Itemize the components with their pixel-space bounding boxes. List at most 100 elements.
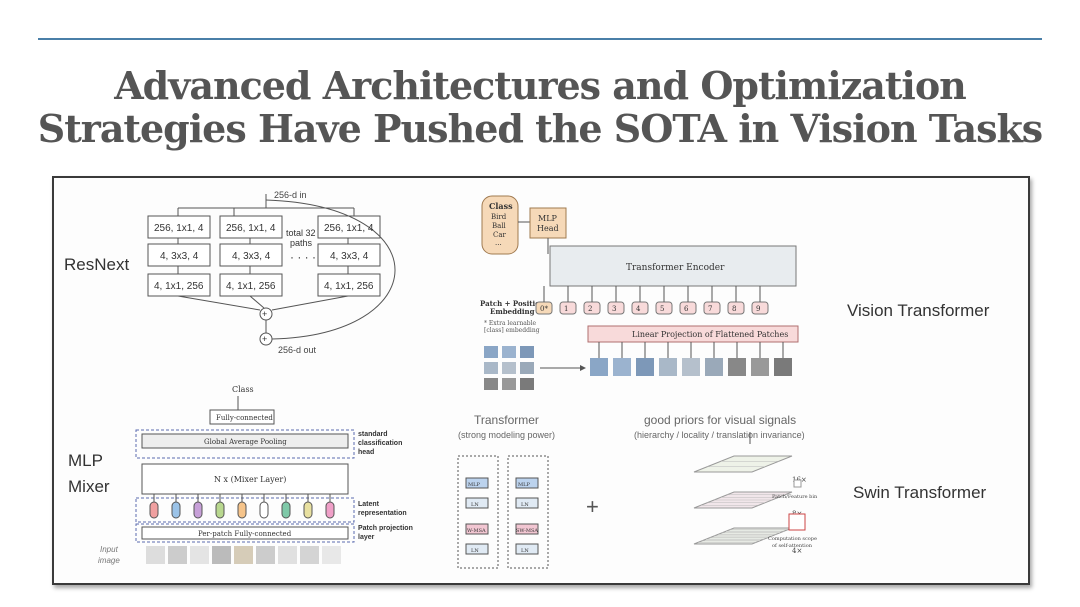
swin-diagram: Transformer (strong modeling power) good…	[457, 413, 807, 569]
swin-scale-4: 4×	[792, 547, 802, 555]
mixer-proj-2: layer	[358, 534, 375, 541]
swin-strong-label: (strong modeling power)	[458, 430, 555, 440]
vit-input-patch	[682, 358, 700, 376]
vit-token-label: 7	[708, 305, 712, 313]
vit-token-label: 0*	[540, 305, 548, 313]
resnext-r1c1: 256, 1x1, 4	[154, 223, 204, 234]
swin-ln-left-1: LN	[471, 502, 479, 508]
swin-mlp-left: MLP	[468, 482, 480, 488]
vit-more: ...	[495, 239, 502, 247]
swin-block-right: MLP LN SW-MSA LN	[507, 455, 549, 569]
swin-wmsa: W-MSA	[467, 528, 486, 534]
mlp-mixer-label-2: Mixer	[68, 477, 110, 496]
mixer-input-patch	[234, 546, 253, 564]
mixer-head-1: standard	[358, 431, 388, 438]
vit-token-label: 2	[588, 305, 592, 313]
swin-swmsa: SW-MSA	[516, 528, 538, 534]
mixer-latent-2: representation	[358, 510, 407, 517]
vit-note-2: [class] embedding	[484, 327, 540, 334]
vit-input-patch	[774, 358, 792, 376]
mixer-proj-1: Patch projection	[358, 525, 413, 532]
resnext-r3c3: 4, 1x1, 256	[324, 281, 374, 292]
vit-token-label: 3	[612, 305, 616, 313]
swin-block-left: MLP LN W-MSA LN	[457, 455, 499, 569]
mixer-layers: N x (Mixer Layer)	[214, 475, 286, 484]
swin-legend-scope-2: of self-attention	[772, 543, 813, 549]
swin-legend-bin: Patch/Feature bin	[772, 494, 818, 500]
mixer-input-1: Input	[100, 545, 119, 554]
swin-priors-sub: (hierarchy / locality / translation inva…	[634, 430, 805, 440]
resnext-plus-1: +	[262, 309, 267, 319]
vit-token-label: 9	[756, 305, 760, 313]
vit-mlp-head-2: Head	[537, 224, 559, 233]
swin-transformer-label: Transformer	[474, 413, 539, 427]
vit-token-label: 8	[732, 305, 736, 313]
mixer-latent-1: Latent	[358, 501, 380, 508]
vit-mlp-head-1: MLP	[538, 214, 558, 223]
mixer-input-patch	[190, 546, 209, 564]
swin-ln-right-1: LN	[521, 502, 529, 508]
vit-diagram: Class Bird Ball Car ... MLP Head Transfo…	[480, 195, 799, 390]
mixer-token	[281, 501, 291, 519]
vit-token-label: 6	[684, 305, 689, 313]
vit-car: Car	[493, 231, 507, 239]
vit-input-patch	[728, 358, 746, 376]
vit-input-patch	[705, 358, 723, 376]
resnext-r2c1: 4, 3x3, 4	[160, 251, 199, 262]
mixer-input-2: image	[98, 556, 120, 565]
mixer-token	[149, 501, 159, 519]
resnext-diagram: 256-d in 256, 1x1, 4 256, 1x1, 4 256, 1x…	[147, 190, 396, 355]
vit-input-patch	[751, 358, 769, 376]
slide-title: Advanced Architectures and Optimization …	[0, 64, 1080, 150]
mixer-token	[303, 501, 313, 519]
vit-input-patch	[613, 358, 631, 376]
vit-input-patch	[636, 358, 654, 376]
mixer-input-patch	[256, 546, 275, 564]
resnext-paths-2: paths	[290, 238, 313, 248]
mixer-token	[215, 501, 225, 519]
swin-mlp-right: MLP	[518, 482, 530, 488]
mixer-token	[259, 501, 269, 519]
title-line-1: Advanced Architectures and Optimization	[114, 63, 967, 108]
resnext-out: 256-d out	[278, 345, 317, 355]
mixer-token	[325, 501, 335, 519]
mixer-perpatch: Per-patch Fully-connected	[198, 530, 292, 538]
vit-class: Class	[489, 201, 513, 211]
resnext-r3c2: 4, 1x1, 256	[226, 281, 276, 292]
vit-note-1: * Extra learnable	[484, 320, 537, 327]
mixer-token	[237, 501, 247, 519]
resnext-dots: · · · ·	[290, 250, 316, 264]
vit-token-label: 1	[564, 305, 568, 313]
vit-source-image	[484, 346, 534, 390]
vit-embed-2: Embedding	[490, 307, 535, 316]
mixer-gap: Global Average Pooling	[204, 438, 287, 446]
mixer-input-patch	[322, 546, 341, 564]
resnext-r1c2: 256, 1x1, 4	[226, 223, 276, 234]
resnext-plus-2: +	[262, 334, 267, 344]
resnext-r2c2: 4, 3x3, 4	[232, 251, 271, 262]
swin-label: Swin Transformer	[853, 483, 987, 502]
swin-legend-scope-1: Computation scope	[768, 536, 817, 542]
vit-label: Vision Transformer	[847, 301, 990, 320]
vit-input-patch	[659, 358, 677, 376]
swin-plus: +	[586, 494, 599, 519]
swin-ln-right-2: LN	[521, 548, 529, 554]
top-rule	[38, 38, 1042, 40]
mixer-head-2: classification	[358, 440, 402, 447]
swin-priors-label: good priors for visual signals	[644, 413, 796, 427]
resnext-paths-1: total 32	[286, 228, 316, 238]
mixer-input-patch	[212, 546, 231, 564]
swin-legend: Patch/Feature bin Computation scope of s…	[768, 479, 818, 549]
architecture-panel: ResNext Vision Transformer MLP Mixer Swi…	[52, 176, 1030, 585]
mixer-class: Class	[232, 385, 254, 394]
mixer-token	[171, 501, 181, 519]
swin-ln-left-2: LN	[471, 548, 479, 554]
mixer-input-patch	[168, 546, 187, 564]
vit-token-label: 5	[660, 305, 664, 313]
mlp-mixer-diagram: Class Fully-connected Global Average Poo…	[98, 385, 413, 565]
resnext-r2c3: 4, 3x3, 4	[330, 251, 369, 262]
vit-embed-1: Patch + Position	[480, 299, 545, 308]
mixer-input-patch	[278, 546, 297, 564]
resnext-label: ResNext	[64, 255, 130, 274]
vit-ball: Ball	[492, 222, 507, 230]
